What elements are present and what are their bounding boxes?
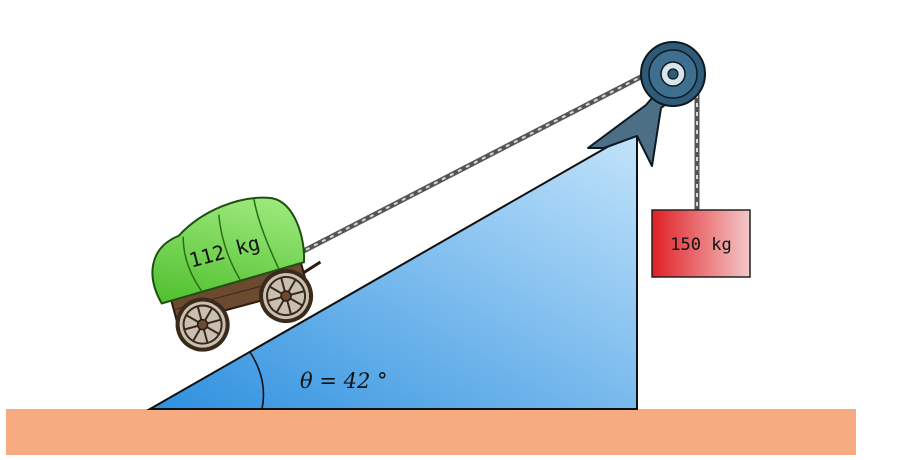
incline-rope-twist — [289, 65, 663, 259]
hanging-block: 150 kg — [651, 209, 751, 278]
pulley — [640, 41, 706, 107]
wagon: 112 kg — [151, 196, 322, 352]
angle-label: θ = 42 ° — [300, 369, 388, 393]
wagon-rear-wheel — [175, 297, 230, 352]
wagon-cover — [151, 196, 306, 305]
angle-arc — [249, 351, 265, 410]
wagon-tongue — [302, 260, 322, 274]
wagon-front-wheel — [259, 269, 314, 324]
hanging-block-mass-label: 150 kg — [670, 235, 731, 255]
ground — [6, 409, 856, 455]
